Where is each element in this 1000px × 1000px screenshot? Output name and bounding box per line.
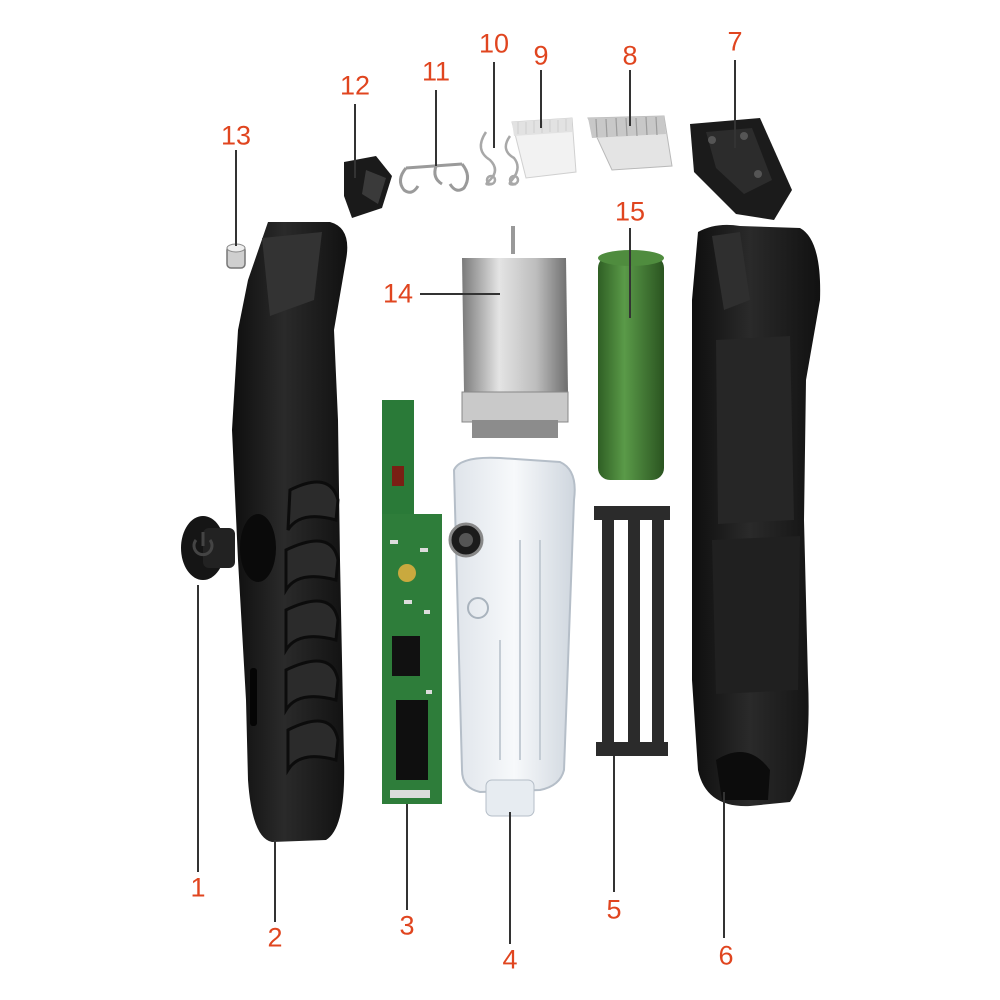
battery-frame-part-5	[594, 506, 670, 756]
label-14: 14	[382, 278, 414, 309]
pin-part-13	[226, 243, 246, 269]
label-2: 2	[267, 922, 283, 953]
pcb-part-3	[382, 400, 442, 804]
label-13: 13	[220, 120, 252, 151]
label-15: 15	[614, 196, 646, 227]
motor-part-14	[461, 226, 569, 438]
label-8: 8	[622, 40, 638, 71]
leader-lines	[197, 60, 736, 944]
metal-blade-part-8	[587, 115, 673, 171]
label-6: 6	[718, 940, 734, 971]
right-housing-part-6	[692, 224, 821, 807]
battery-part-15	[598, 250, 664, 480]
label-7: 7	[727, 26, 743, 57]
label-11: 11	[421, 56, 451, 87]
power-button-part-1	[181, 516, 235, 580]
clear-chassis-part-4	[448, 456, 576, 817]
left-housing-part-2	[232, 222, 348, 842]
label-1: 1	[190, 872, 206, 903]
label-10: 10	[478, 28, 510, 59]
spring-clip-part-11	[399, 162, 469, 194]
blade-carrier-part-7	[690, 118, 792, 220]
label-9: 9	[533, 40, 549, 71]
label-5: 5	[606, 894, 622, 925]
white-blade-part-9	[511, 117, 577, 179]
label-12: 12	[339, 70, 371, 101]
springs-part-10	[479, 131, 520, 186]
label-4: 4	[502, 944, 518, 975]
label-3: 3	[399, 910, 415, 941]
blade-holder-part-12	[344, 156, 392, 218]
